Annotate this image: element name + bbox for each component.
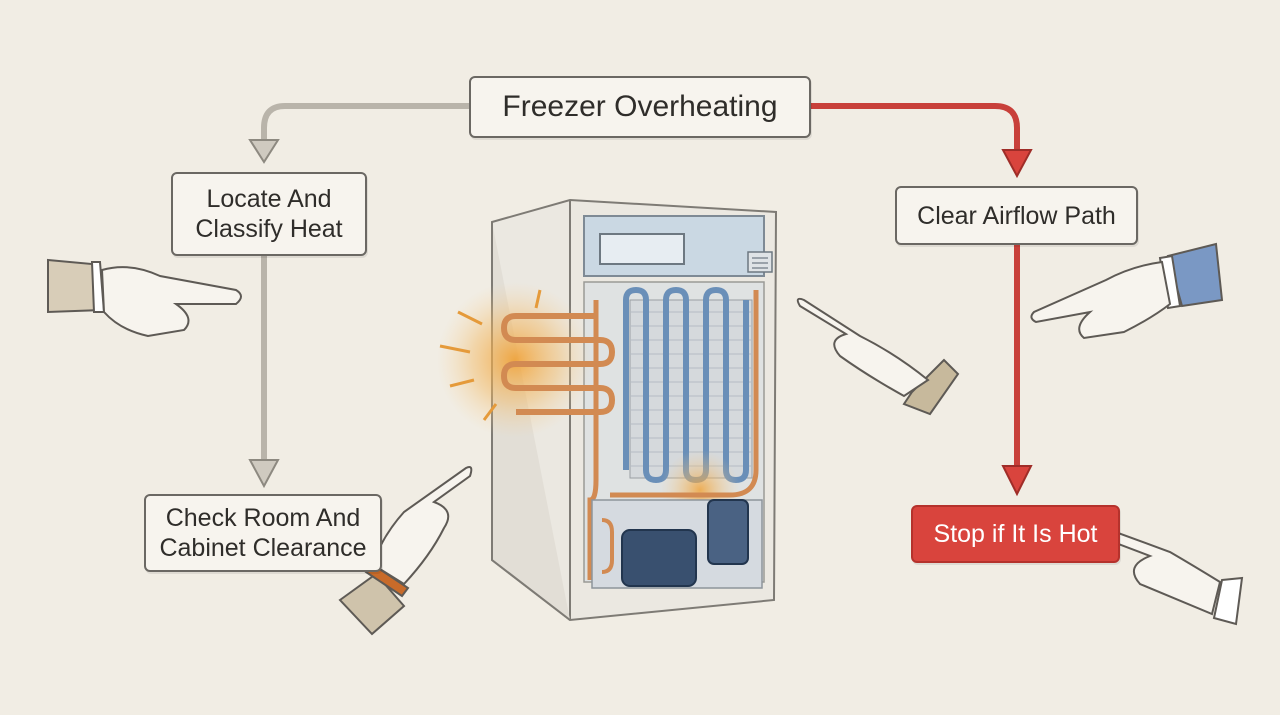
fan-vent-icon	[747, 251, 773, 273]
freezer-illustration	[437, 198, 778, 622]
compressor-icon	[621, 499, 749, 587]
evaporator-coil	[623, 286, 749, 484]
condenser-coil	[500, 313, 616, 415]
connector-root-to-airflow	[811, 103, 1033, 179]
root-node-label: Freezer Overheating	[502, 90, 778, 123]
arrowhead-red-1	[1001, 149, 1033, 179]
arrowhead-gray-2	[248, 459, 280, 489]
stop-label: Stop if It Is Hot	[933, 520, 1098, 548]
arrowhead-gray-1	[248, 139, 280, 164]
pointing-hand-icon	[1103, 528, 1244, 626]
pointing-hand-icon	[1030, 242, 1224, 340]
node-clear-airflow-path: Clear Airflow Path	[895, 186, 1138, 245]
node-stop-if-hot: Stop if It Is Hot	[911, 505, 1120, 563]
control-unit	[599, 233, 685, 265]
root-node-freezer-overheating: Freezer Overheating	[469, 76, 811, 138]
locate-line-2: Classify Heat	[195, 215, 343, 243]
connector-airflow-to-stop	[1001, 245, 1033, 497]
arrowhead-red-2	[1001, 465, 1033, 497]
node-check-room-and-cabinet-clearance: Check Room And Cabinet Clearance	[144, 494, 382, 572]
check-line-1: Check Room And	[165, 504, 361, 532]
pointing-hand-icon	[338, 466, 473, 636]
pointing-hand-icon	[47, 258, 242, 338]
check-line-2: Cabinet Clearance	[159, 534, 367, 562]
connector-root-to-locate	[248, 103, 469, 164]
node-locate-and-classify-heat: Locate And Classify Heat	[171, 172, 367, 256]
connector-locate-to-check	[248, 256, 280, 489]
locate-line-1: Locate And	[206, 185, 332, 213]
pointing-hand-icon	[796, 297, 960, 416]
airflow-label: Clear Airflow Path	[917, 201, 1116, 230]
